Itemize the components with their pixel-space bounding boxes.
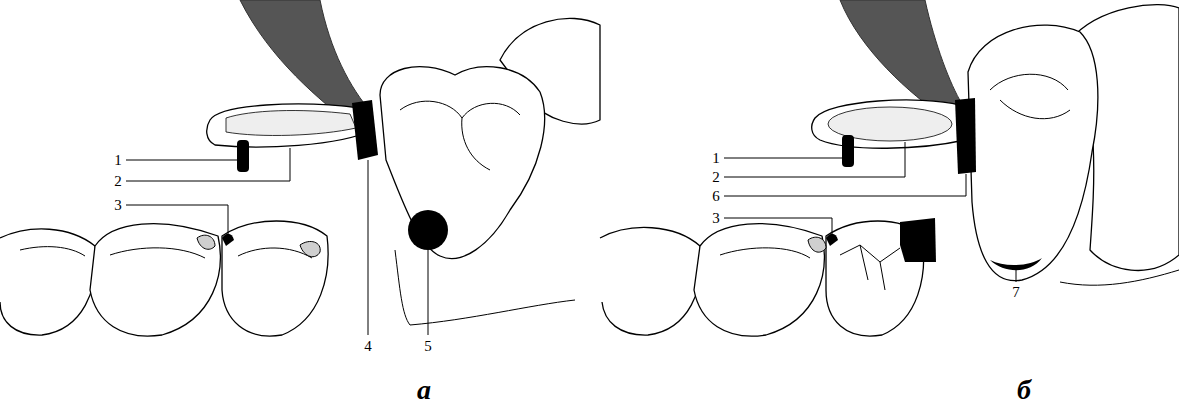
callout-number: 3 <box>711 211 721 226</box>
tooth-detail <box>395 250 575 325</box>
leader-line <box>428 250 429 335</box>
tooth-detail <box>990 74 1068 90</box>
black-part <box>222 98 1042 270</box>
tooth-detail <box>860 245 885 290</box>
tooth-detail <box>110 248 205 258</box>
tooth-detail <box>238 248 312 258</box>
leader-line <box>1016 270 1017 282</box>
tooth-detail <box>20 74 1179 325</box>
black-part <box>955 98 976 174</box>
callout-number: 6 <box>711 189 721 204</box>
leader-line <box>126 160 237 161</box>
leader-line <box>724 158 842 159</box>
leader-line <box>126 142 1016 335</box>
tooth-outline <box>968 25 1098 281</box>
black-part <box>237 140 249 172</box>
tooth-detail <box>840 245 900 262</box>
tooth-outline <box>90 224 220 336</box>
callout-number: 1 <box>113 153 123 168</box>
callout-number: 1 <box>711 151 721 166</box>
tooth-outline <box>0 229 96 335</box>
panel-letter: б <box>1017 376 1031 404</box>
leader-line <box>126 148 290 181</box>
callout-number: 3 <box>113 198 123 213</box>
black-part <box>352 100 378 160</box>
cavity <box>197 235 215 249</box>
tooth-detail <box>20 247 85 256</box>
panel-letter: а <box>417 376 431 404</box>
black-part <box>990 258 1042 270</box>
tooth-detail <box>720 248 810 258</box>
black-part <box>900 218 936 262</box>
callout-number: 4 <box>363 339 373 354</box>
tooth-detail <box>400 101 520 118</box>
callout-number: 7 <box>1011 285 1021 300</box>
matrix-holder <box>812 100 965 148</box>
cavity <box>808 237 826 252</box>
cavity <box>300 241 320 256</box>
tooth-detail <box>462 118 490 170</box>
leader-line <box>126 205 228 236</box>
holder-detail <box>226 111 356 136</box>
leader-line <box>368 160 369 335</box>
cavity <box>197 235 826 257</box>
tooth-outline <box>222 221 328 336</box>
black-part <box>408 210 448 250</box>
leader-line <box>724 174 966 196</box>
black-part <box>842 135 854 167</box>
tooth-outline <box>0 5 1179 336</box>
callout-number: 2 <box>711 170 721 185</box>
tooth-detail <box>1060 270 1179 285</box>
tooth-outline <box>694 224 824 336</box>
tooth-outline <box>600 228 701 336</box>
tooth-detail <box>1000 100 1070 119</box>
leader-line <box>724 218 832 236</box>
matrix-holder <box>207 104 372 147</box>
tooth-outline <box>380 67 545 259</box>
leader-line <box>724 142 905 177</box>
callout-number: 5 <box>423 339 433 354</box>
callout-number: 2 <box>113 174 123 189</box>
holder-detail <box>226 107 952 141</box>
